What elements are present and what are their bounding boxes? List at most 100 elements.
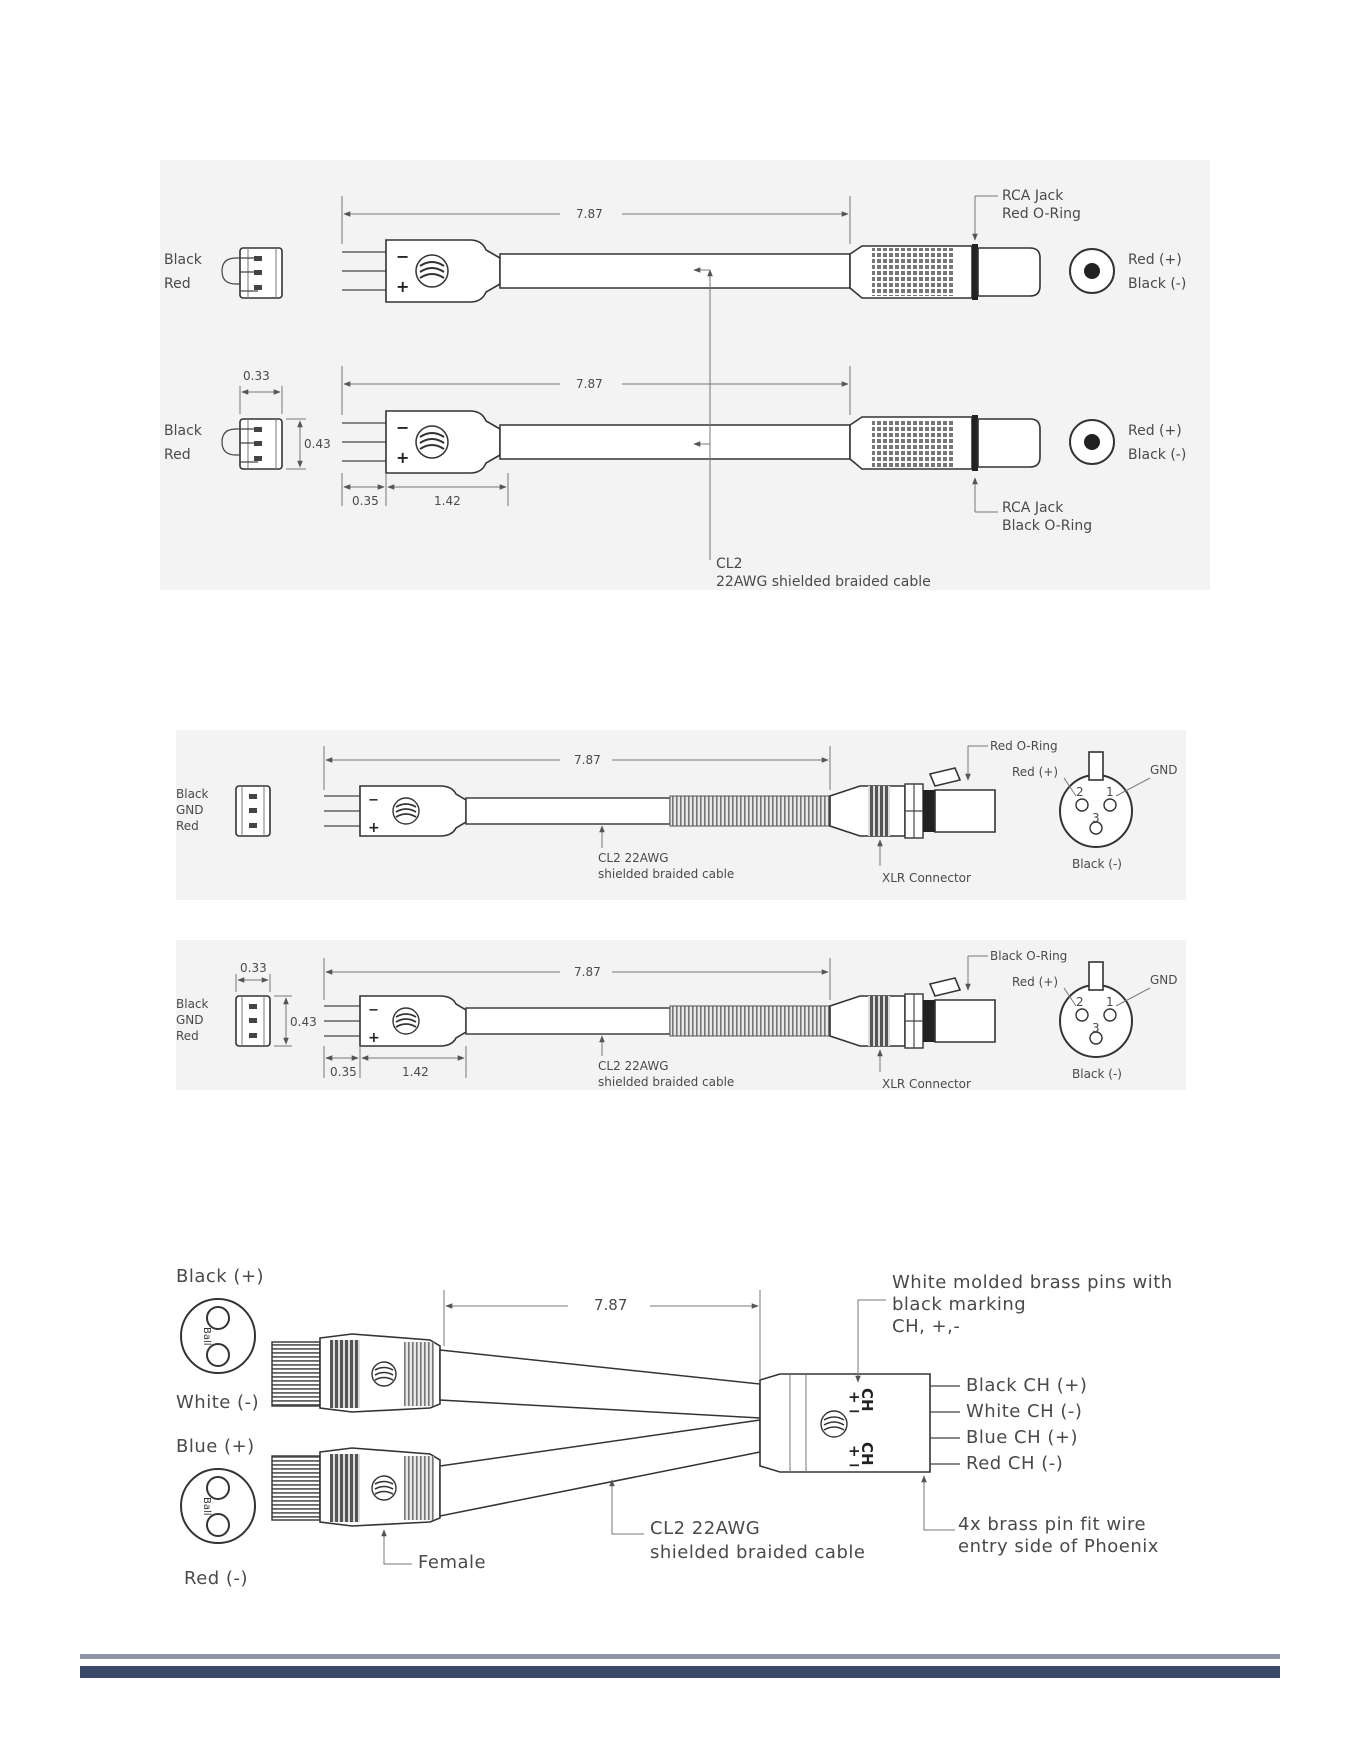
xlr-bottom-oring-label: Black O-Ring <box>990 949 1067 963</box>
svg-text:+: + <box>848 1442 861 1460</box>
xlr-top-pin2: 2 <box>1076 785 1084 799</box>
rca-top-jack-label-2: Red O-Ring <box>1002 206 1081 222</box>
splitter-fit-note-2: entry side of Phoenix <box>958 1536 1159 1557</box>
xlr-bottom-plug-pins <box>324 1005 360 1037</box>
rca-top-cable: Black Red − + Red (+) <box>164 188 1186 303</box>
xlr-bottom-grip <box>868 996 890 1046</box>
splitter-upper-cable <box>439 1349 761 1419</box>
xlr-bottom-pin-dim: 0.35 <box>330 1065 357 1079</box>
splitter-lower-face: Ball <box>180 1468 256 1544</box>
xlr-bottom-cable-label-1: CL2 22AWG <box>598 1059 669 1073</box>
rca-bottom-pin-dim: 0.35 <box>352 494 379 508</box>
xlr-bottom-cable: Black GND Red 0.33 0.43 − + <box>176 949 1178 1091</box>
splitter-upper-face: Ball <box>180 1298 256 1374</box>
rca-bottom-wire-black: Black <box>164 423 203 439</box>
splitter-upper-minus: White (-) <box>176 1392 259 1413</box>
rca-top-cable-jacket <box>499 253 851 289</box>
xlr-top-connector-label: XLR Connector <box>882 871 971 885</box>
diagram-splitter: Ball Black (+) White (-) Ball Blue (+) R… <box>176 1266 1172 1589</box>
splitter-phoenix-block: CH CH + − + − <box>759 1373 931 1474</box>
rca-bottom-jack-knurl <box>872 419 954 467</box>
rca-bottom-oring <box>972 415 978 471</box>
xlr-bottom-pin3: 3 <box>1092 1021 1100 1035</box>
rca-bottom-pin-minus: Black (-) <box>1128 447 1186 463</box>
splitter-length: 7.87 <box>594 1296 627 1314</box>
rca-bottom-wire-red: Red <box>164 447 191 463</box>
splitter-marking-1: CH <box>858 1388 876 1412</box>
splitter-upper-plus: Black (+) <box>176 1266 264 1287</box>
xlr-top-wire-black: Black <box>176 787 209 801</box>
rca-top-pin-minus: Black (-) <box>1128 276 1186 292</box>
xlr-top-oring-label: Red O-Ring <box>990 739 1058 753</box>
xlr-top-pin1: 1 <box>1106 785 1114 799</box>
svg-text:+: + <box>396 277 409 296</box>
svg-text:−: − <box>368 1003 379 1018</box>
rca-top-oring <box>972 244 978 300</box>
rca-top-jack-nose <box>977 247 1041 297</box>
svg-text:−: − <box>848 1456 861 1474</box>
svg-text:+: + <box>396 448 409 467</box>
diagram-rca: Black Red − + Red (+) <box>160 160 1210 590</box>
xlr-bottom-cable-label-2: shielded braided cable <box>598 1075 734 1089</box>
xlr-bottom-pin-minus: Black (-) <box>1072 1067 1122 1081</box>
xlr-top-pin-plus: Red (+) <box>1012 765 1058 779</box>
rca-bottom-jack-nose <box>977 418 1041 468</box>
svg-text:+: + <box>368 820 380 836</box>
splitter-marking-2: CH <box>858 1442 876 1466</box>
xlr-bottom-connector-body <box>829 995 906 1047</box>
xlr-bottom-pin-plus: Red (+) <box>1012 975 1058 989</box>
splitter-pin-blue: Blue CH (+) <box>966 1427 1078 1448</box>
rca-bottom-jack-label-1: RCA Jack <box>1002 500 1064 516</box>
splitter-lower-connector <box>271 1447 441 1527</box>
svg-text:−: − <box>396 418 409 437</box>
xlr-bottom-width-dim: 0.33 <box>240 961 267 975</box>
xlr-bottom-terminal-side <box>235 995 271 1047</box>
xlr-top-pin3: 3 <box>1092 811 1100 825</box>
rca-bottom-jack-label-2: Black O-Ring <box>1002 518 1092 534</box>
svg-text:−: − <box>848 1402 861 1420</box>
rca-top-wire-black: Black <box>164 252 203 268</box>
rca-cable-label-1: CL2 <box>716 556 742 572</box>
diagram-rca-panel <box>160 160 1210 590</box>
xlr-top-cable-jacket <box>465 797 671 825</box>
xlr-bottom-strain-relief <box>669 1005 831 1037</box>
splitter-lower-ball: Ball <box>201 1497 212 1516</box>
rca-bottom-terminal-side <box>221 418 283 470</box>
splitter-fit-note-1: 4x brass pin fit wire <box>958 1514 1146 1535</box>
rca-bottom-length: 7.87 <box>576 377 603 391</box>
xlr-top-oring <box>923 790 935 832</box>
rca-top-terminal-side <box>221 247 283 299</box>
rca-cable-label-2: 22AWG shielded braided cable <box>716 574 931 590</box>
rca-top-jack-label-1: RCA Jack <box>1002 188 1064 204</box>
splitter-female-label: Female <box>418 1552 486 1573</box>
splitter-pin-white: White CH (-) <box>966 1401 1082 1422</box>
xlr-bottom-pin1: 1 <box>1106 995 1114 1009</box>
splitter-pin-black: Black CH (+) <box>966 1375 1087 1396</box>
splitter-lower-plus: Blue (+) <box>176 1436 255 1457</box>
xlr-bottom-connector-nose <box>934 999 996 1043</box>
footer-bar-dark <box>80 1666 1280 1678</box>
rca-top-pin-plus: Red (+) <box>1128 252 1182 268</box>
xlr-top-face: 2 1 3 <box>1059 751 1133 848</box>
xlr-top-wire-gnd: GND <box>176 803 204 817</box>
rca-bottom-plug-pins <box>342 422 386 462</box>
xlr-bottom-body-dim: 1.42 <box>402 1065 429 1079</box>
xlr-bottom-height-dim: 0.43 <box>290 1015 317 1029</box>
splitter-note-3: CH, +,- <box>892 1316 960 1337</box>
splitter-lower-minus: Red (-) <box>184 1568 248 1589</box>
rca-bottom-cable: Black Red 0.33 0.43 − + <box>164 366 1186 534</box>
xlr-bottom-wire-black: Black <box>176 997 209 1011</box>
xlr-top-length: 7.87 <box>574 753 601 767</box>
svg-text:+: + <box>368 1030 380 1046</box>
splitter-note-2: black marking <box>892 1294 1026 1315</box>
xlr-top-cable-label-1: CL2 22AWG <box>598 851 669 865</box>
splitter-upper-connector <box>271 1333 441 1413</box>
xlr-top-wire-red: Red <box>176 819 199 833</box>
xlr-top-terminal-side <box>235 785 271 837</box>
rca-top-jack-knurl <box>872 248 954 296</box>
xlr-bottom-wire-red: Red <box>176 1029 199 1043</box>
xlr-bottom-wire-gnd: GND <box>176 1013 204 1027</box>
svg-text:−: − <box>396 247 409 266</box>
xlr-bottom-pin-gnd: GND <box>1150 973 1178 987</box>
